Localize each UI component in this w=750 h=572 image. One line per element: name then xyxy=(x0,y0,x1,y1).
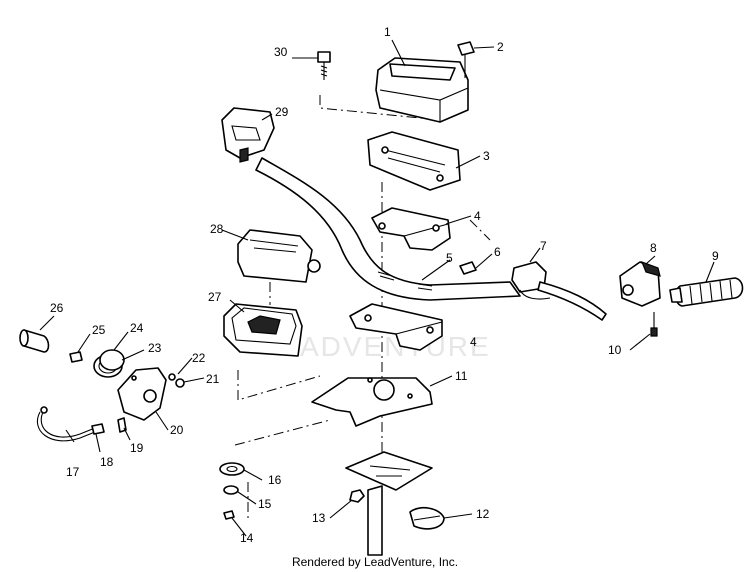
callout-27: 27 xyxy=(208,290,222,304)
washer-22 xyxy=(168,373,176,381)
callout-14: 14 xyxy=(240,531,254,545)
fitting-18 xyxy=(91,423,105,435)
bolt-2 xyxy=(457,41,475,78)
nut-21 xyxy=(175,378,185,388)
handlebar-pad xyxy=(375,57,469,123)
bolt-30 xyxy=(317,51,331,80)
callout-4b: 4 xyxy=(470,335,477,349)
spacer-6 xyxy=(459,261,477,275)
grommet-16 xyxy=(219,462,245,476)
leader-lines xyxy=(39,39,715,537)
callout-4a: 4 xyxy=(474,209,481,223)
callout-17: 17 xyxy=(66,465,80,479)
watermark-text: ADVENTURE xyxy=(300,331,491,362)
steering-column xyxy=(345,451,433,556)
callout-24: 24 xyxy=(130,321,144,335)
column-clamp xyxy=(409,506,445,530)
washer-15 xyxy=(223,485,239,495)
handlebar xyxy=(255,157,521,301)
callout-7: 7 xyxy=(540,239,547,253)
callout-18: 18 xyxy=(100,455,114,469)
brake-lever xyxy=(511,261,607,321)
callout-21: 21 xyxy=(206,372,220,386)
ring-24 xyxy=(99,349,125,371)
callout-30: 30 xyxy=(274,45,288,59)
bulb-26 xyxy=(19,329,50,353)
gauge-housing xyxy=(117,367,167,421)
callout-28: 28 xyxy=(210,222,224,236)
callout-8: 8 xyxy=(650,241,657,255)
callout-12: 12 xyxy=(476,507,490,521)
callout-29: 29 xyxy=(275,105,289,119)
footer-credit: Rendered by LeadVenture, Inc. xyxy=(291,555,459,569)
callout-2: 2 xyxy=(497,40,504,54)
callout-10: 10 xyxy=(608,343,622,357)
lower-clamp xyxy=(349,303,443,351)
callout-23: 23 xyxy=(148,341,162,355)
callout-6: 6 xyxy=(494,245,501,259)
grip xyxy=(669,277,744,307)
screw-25 xyxy=(69,351,83,363)
callout-9: 9 xyxy=(712,249,719,263)
upper-plate xyxy=(367,131,461,191)
callout-3: 3 xyxy=(483,149,490,163)
callout-1: 1 xyxy=(384,25,391,39)
callout-11: 11 xyxy=(455,369,468,383)
callout-26: 26 xyxy=(50,301,64,315)
throttle-housing xyxy=(619,260,661,307)
pod-base xyxy=(223,303,303,357)
callout-19: 19 xyxy=(130,441,144,455)
callout-5: 5 xyxy=(446,251,453,265)
speedometer xyxy=(237,229,321,283)
screw-10 xyxy=(650,312,658,337)
callout-25: 25 xyxy=(92,323,106,337)
callout-13: 13 xyxy=(312,511,326,525)
upper-clamp xyxy=(371,207,451,251)
callout-labels: 1 2 3 4 4 5 6 7 8 9 10 11 12 13 14 15 16… xyxy=(50,25,719,545)
callout-20: 20 xyxy=(170,423,184,437)
mount-bracket xyxy=(311,377,433,427)
switch-housing xyxy=(221,107,275,163)
callout-16: 16 xyxy=(268,473,282,487)
speedo-cable xyxy=(37,406,101,442)
nut-13 xyxy=(349,489,365,503)
clip-14 xyxy=(223,510,235,520)
callout-15: 15 xyxy=(258,497,272,511)
callout-22: 22 xyxy=(192,351,206,365)
